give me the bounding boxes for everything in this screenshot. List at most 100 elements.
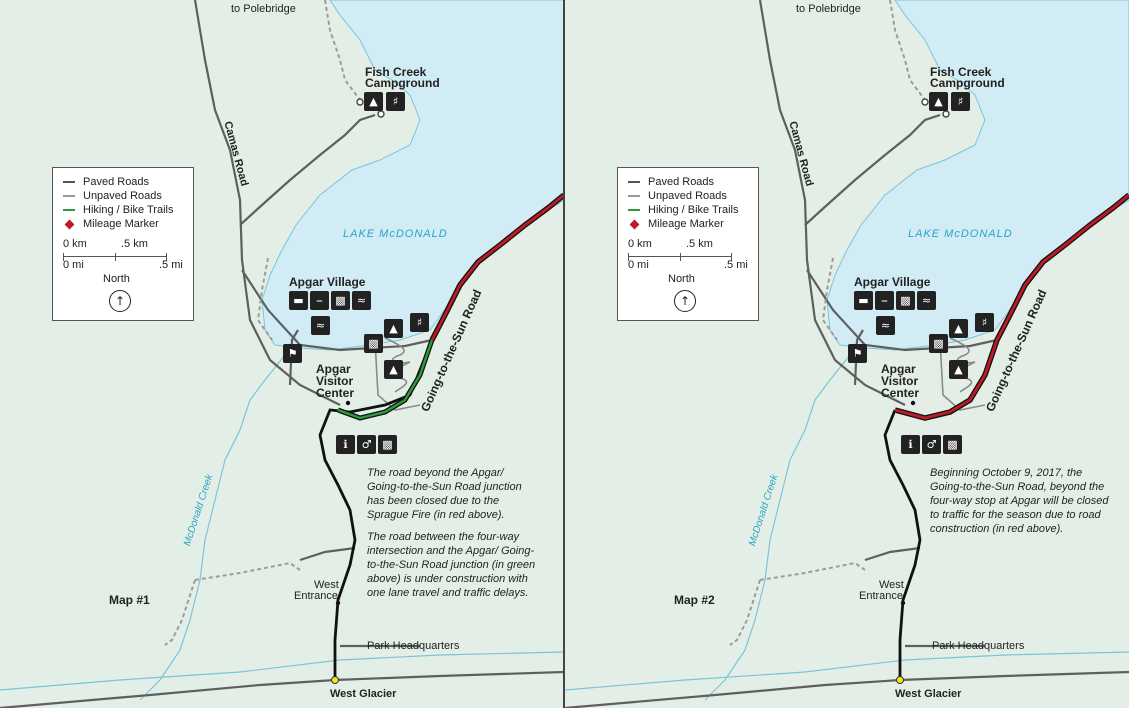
west-entrance-label-line1: West [314, 579, 339, 591]
bus-icon: ▩ [943, 435, 962, 454]
bus-icon: ▩ [364, 334, 383, 353]
legend-trails: Hiking / Bike Trails [648, 204, 739, 216]
campground-loops-1 [374, 337, 421, 411]
main-road-2 [883, 409, 922, 680]
fish-creek-label-line1: Fish Creek [930, 65, 992, 79]
scale-bar [63, 253, 167, 261]
park-headquarters-label: Park Headquarters [932, 640, 1025, 652]
hiker-icon: ⚑ [283, 344, 302, 363]
closure-note-1: Beginning October 9, 2017, the Going-to-… [930, 467, 1109, 535]
boat-launch-icon: ≈ [876, 316, 895, 335]
lake-mcdonald-label: LAKE McDONALD [343, 228, 448, 240]
fish-creek-label-line1: Fish Creek [365, 65, 427, 79]
to-polebridge-label: to Polebridge [231, 3, 296, 15]
picnic-area-icon: ♯ [410, 313, 429, 332]
apgar-visitor-label-line1: Apgar [316, 362, 351, 376]
legend-paved-roads: Paved Roads [648, 176, 715, 188]
west-entrance-label-line1: West [879, 579, 904, 591]
bus-icon: ▩ [378, 435, 397, 454]
panel-divider [563, 0, 565, 708]
legend-mileage-marker: Mileage Marker [648, 218, 724, 230]
north-label: North [668, 273, 695, 285]
mileage-marker-icon [64, 219, 75, 230]
fish-creek-node-2 [942, 110, 950, 118]
picnic-area-icon: ♯ [386, 92, 405, 111]
bus-icon: ▩ [331, 291, 350, 310]
scale-bar [628, 253, 732, 261]
north-label: North [103, 273, 130, 285]
west-entrance-label-line2: Entrance [294, 590, 339, 602]
boat-launch-icon: ≈ [352, 291, 371, 310]
paved-roads-1 [0, 0, 564, 708]
apgar-visitor-label-line1: Apgar [881, 362, 916, 376]
picnic-area-icon: ♯ [975, 313, 994, 332]
west-entrance-dot [900, 600, 906, 606]
legend-unpaved-roads: Unpaved Roads [83, 190, 162, 202]
apgar-village-label: Apgar Village [854, 275, 931, 289]
legend-paved-roads: Paved Roads [83, 176, 150, 188]
scale-km-0: 0 km [63, 238, 87, 250]
paved-road-swatch [63, 181, 75, 184]
picnic-area-icon: ♯ [951, 92, 970, 111]
apgar-village-label: Apgar Village [289, 275, 366, 289]
scale-mi-half: .5 mi [724, 259, 748, 271]
visitor-center-dot [910, 400, 916, 406]
campground-icon: ▲ [364, 92, 383, 111]
apgar-visitor-label-line2: Visitor [316, 374, 354, 388]
flathead-river-line [0, 651, 564, 691]
to-polebridge-label: to Polebridge [796, 3, 861, 15]
map-number-label: Map #2 [674, 593, 715, 607]
bus-icon: ▩ [929, 334, 948, 353]
mcdonald-creek-line [704, 354, 851, 701]
fish-creek-label-line2: Campground [930, 76, 1005, 90]
information-icon: ℹ [901, 435, 920, 454]
lodging-icon: ▬ [854, 291, 873, 310]
scale-km-half: .5 km [686, 238, 713, 250]
scale-mi-half: .5 mi [159, 259, 183, 271]
hiker-icon: ⚑ [848, 344, 867, 363]
closure-note-1: The road beyond the Apgar/ Going-to-the-… [367, 467, 522, 521]
west-glacier-label: West Glacier [895, 688, 962, 700]
unpaved-roads-2 [729, 0, 926, 646]
unpaved-roads-1 [164, 0, 361, 646]
legend-box: Paved Roads Unpaved Roads Hiking / Bike … [617, 167, 759, 321]
scale-km-half: .5 km [121, 238, 148, 250]
apgar-visitor-label-line3: Center [881, 386, 920, 400]
fish-creek-label-line2: Campground [365, 76, 440, 90]
closure-notes: Beginning October 9, 2017, the Going-to-… [930, 466, 1110, 544]
information-icon: ℹ [336, 435, 355, 454]
map-panel-1: to Polebridge Fish Creek Campground ▲ ♯ … [0, 0, 564, 708]
legend-unpaved-roads: Unpaved Roads [648, 190, 727, 202]
west-glacier-label: West Glacier [330, 688, 397, 700]
north-arrow-icon: ↑ [109, 290, 131, 312]
trail-swatch [63, 209, 75, 212]
apgar-visitor-label-line2: Visitor [881, 374, 919, 388]
north-arrow-icon: ↑ [674, 290, 696, 312]
scale-km-0: 0 km [628, 238, 652, 250]
restrooms-icon: ♂ [922, 435, 941, 454]
fish-creek-node-2 [377, 110, 385, 118]
trail-swatch [628, 209, 640, 212]
campground-icon: ▲ [949, 319, 968, 338]
dining-icon: ⎯ [875, 291, 894, 310]
main-road-1 [318, 344, 432, 680]
map-panel-2: to Polebridge Fish Creek Campground ▲ ♯ … [565, 0, 1129, 708]
paved-road-swatch [628, 181, 640, 184]
campground-icon: ▲ [384, 319, 403, 338]
campground-icon: ▲ [384, 360, 403, 379]
bus-icon: ▩ [896, 291, 915, 310]
mcdonald-creek-line [139, 354, 286, 701]
campground-icon: ▲ [929, 92, 948, 111]
lodging-icon: ▬ [289, 291, 308, 310]
paved-roads-2 [565, 0, 1129, 708]
park-headquarters-label: Park Headquarters [367, 640, 460, 652]
legend-mileage-marker: Mileage Marker [83, 218, 159, 230]
closure-notes: The road beyond the Apgar/ Going-to-the-… [367, 466, 537, 608]
scale-mi-0: 0 mi [628, 259, 649, 271]
apgar-visitor-label-line3: Center [316, 386, 355, 400]
legend-trails: Hiking / Bike Trails [83, 204, 174, 216]
lake-mcdonald-label: LAKE McDONALD [908, 228, 1013, 240]
fish-creek-node-1 [921, 98, 929, 106]
map-number-label: Map #1 [109, 593, 150, 607]
restrooms-icon: ♂ [357, 435, 376, 454]
